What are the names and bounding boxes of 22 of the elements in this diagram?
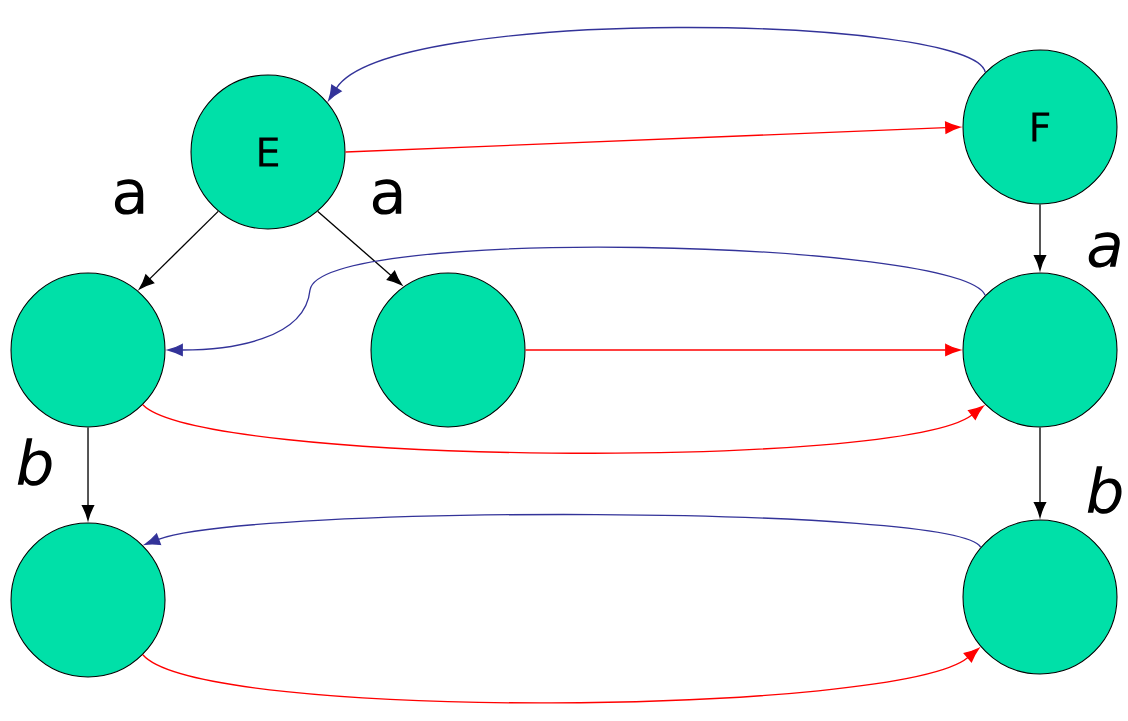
arrow	[317, 210, 403, 286]
edge-label: a	[109, 178, 151, 216]
arrow	[139, 210, 219, 290]
edge-label: b	[1084, 464, 1126, 516]
arrow	[81, 426, 95, 521]
edge-label: b	[14, 436, 56, 488]
state-circle	[10, 522, 166, 678]
state-circle	[962, 272, 1118, 428]
arrow	[1033, 203, 1047, 271]
arrow	[344, 121, 961, 153]
arrow	[524, 343, 961, 357]
state-circle	[10, 272, 166, 428]
edge-label: a	[1084, 231, 1126, 269]
arrow	[1033, 426, 1047, 518]
arrow	[328, 26, 986, 101]
arrow	[142, 404, 984, 454]
state-circle	[962, 519, 1118, 675]
arrow	[142, 647, 980, 704]
edge-label: a	[367, 178, 409, 216]
state-circle	[370, 272, 526, 428]
arrow	[144, 513, 982, 548]
arrow	[167, 246, 986, 357]
